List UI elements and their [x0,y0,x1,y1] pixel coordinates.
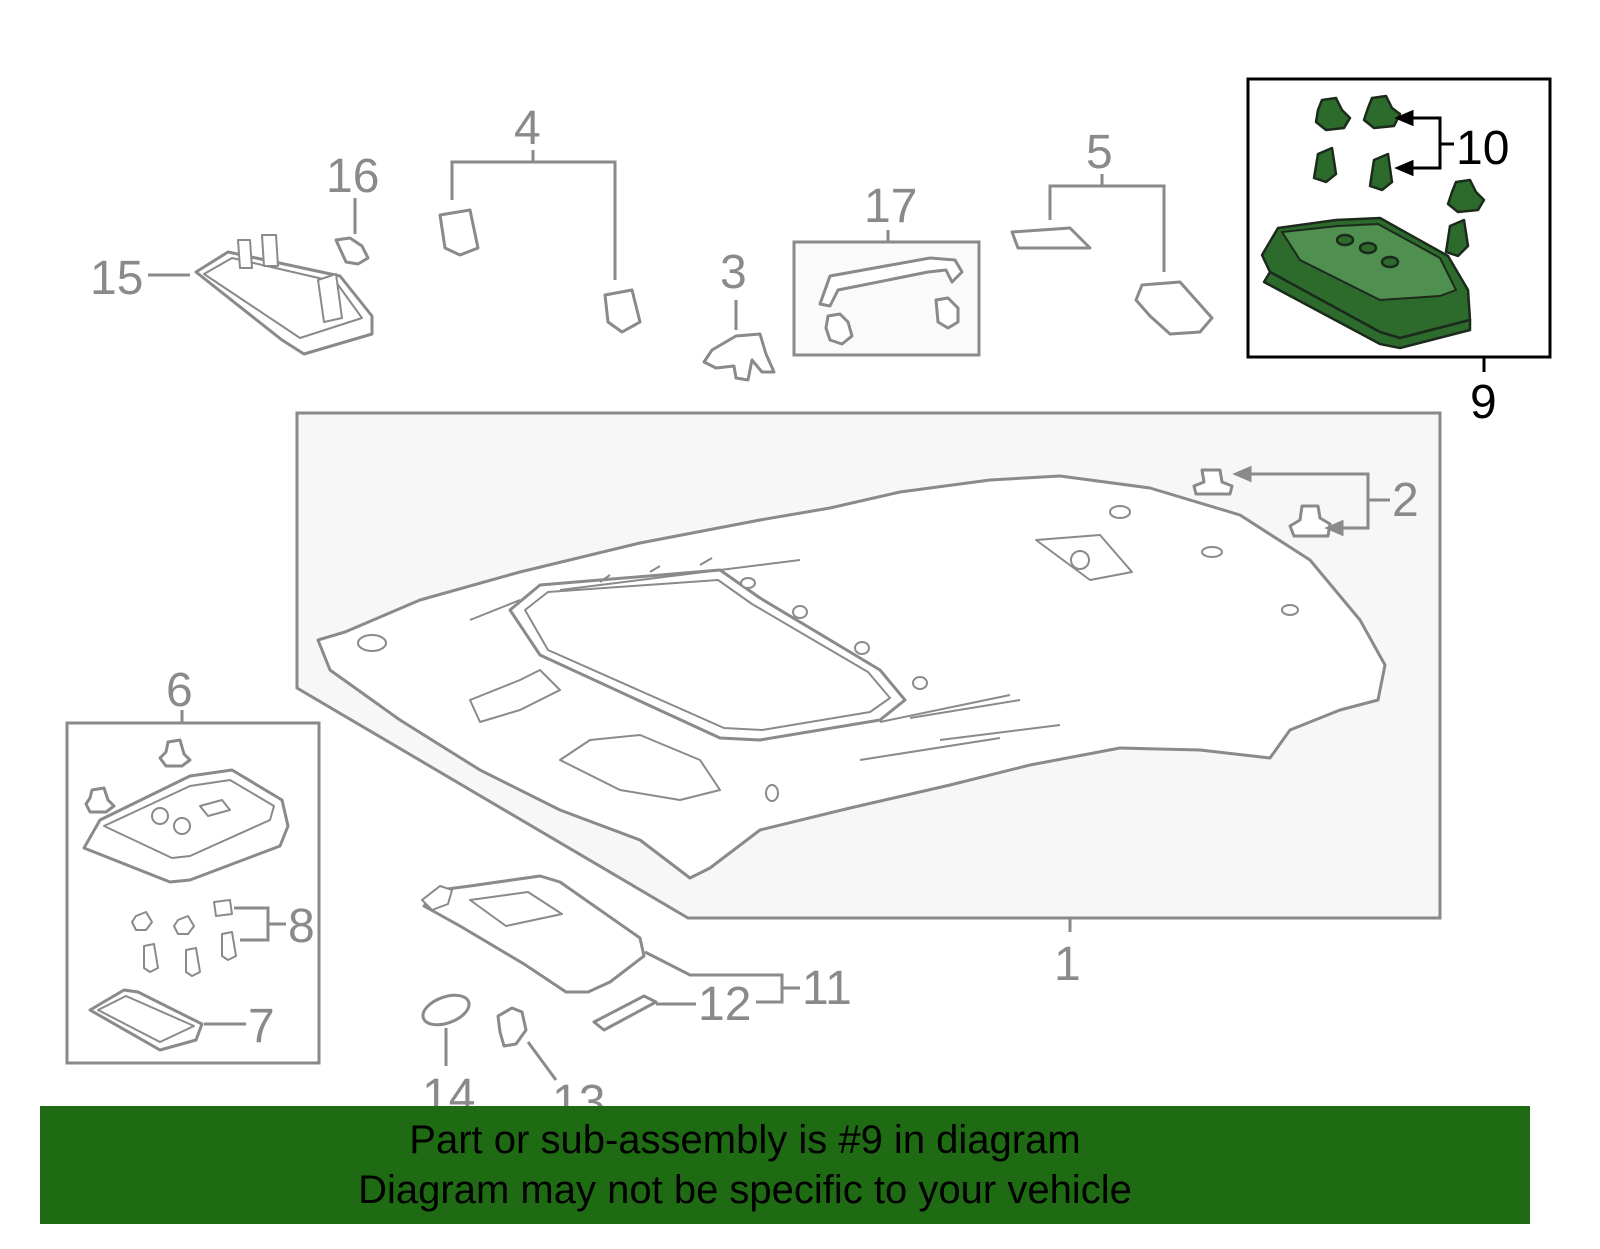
part-14-cap[interactable] [419,990,473,1031]
dome-lamp-top [103,779,275,859]
console-knob-3 [1380,255,1400,269]
part-7-lens[interactable] [88,988,204,1052]
part-12-strip[interactable] [592,994,658,1032]
headliner-hole-1 [1070,550,1090,570]
headliner-recess-front [469,669,561,723]
callout-5[interactable]: 5 [1086,126,1113,179]
part-10-clip-1[interactable] [1314,96,1352,132]
headliner-hole-6 [854,641,870,655]
banner-line-1: Part or sub-assembly is #9 in diagram [409,1118,1081,1162]
part-9-overhead-console-group[interactable] [1246,77,1552,359]
callout-3[interactable]: 3 [720,246,747,299]
part-4-pads[interactable] [438,208,642,334]
banner-line-2: Diagram may not be specific to your vehi… [358,1168,1132,1212]
leader-4 [450,150,617,280]
sunroof-inner [524,579,891,731]
headliner-hole-8 [740,577,756,589]
dome-lamp-knob-1 [151,807,169,825]
headliner-hole-3 [1201,546,1223,558]
headliner-group [295,411,1442,920]
callout-2[interactable]: 2 [1392,474,1419,527]
callout-6[interactable]: 6 [166,664,193,717]
part-16-bulb[interactable] [334,236,370,266]
callout-15[interactable]: 15 [90,252,143,305]
part-3-bracket[interactable] [702,332,776,382]
dome-lamp-clip-left[interactable] [84,786,116,814]
callout-7[interactable]: 7 [248,1000,275,1053]
part-10-clip-2[interactable] [1362,94,1402,130]
callout-11[interactable]: 11 [802,962,852,1015]
console-front [1262,270,1472,350]
part-10-pin-2[interactable] [1368,152,1394,192]
part-11-sun-visor[interactable] [421,874,646,994]
console-knob-1 [1335,233,1355,247]
headliner-hole-10 [765,784,779,802]
part-10-pin-1[interactable] [1312,146,1338,184]
part-2-clips[interactable] [1192,468,1332,538]
headliner-hole-4 [1281,604,1299,616]
callout-12[interactable]: 12 [698,978,751,1031]
callout-4[interactable]: 4 [514,102,541,155]
headliner-hole-2 [1109,505,1131,519]
console-knob-2 [1358,241,1378,255]
headliner-rib-front [469,557,801,621]
leader-13 [526,1041,558,1081]
callout-8[interactable]: 8 [288,900,315,953]
dome-lamp-clip-top[interactable] [158,738,192,768]
info-banner: Part or sub-assembly is #9 in diagram Di… [40,1106,1530,1224]
headliner-rib-rear [859,694,1061,761]
callout-17[interactable]: 17 [864,180,917,233]
leader-5 [1048,174,1166,272]
callout-10[interactable]: 10 [1456,122,1509,175]
dome-lamp-knob-2 [173,817,191,835]
leader-2 [1236,472,1390,530]
part-13-visor-clip[interactable] [496,1006,528,1048]
part-9-box [1246,77,1552,359]
leader-10 [1398,116,1454,170]
leader-10-arrows [1394,109,1414,177]
headliner-hole-9 [357,634,387,652]
dome-lamp-switch [199,799,231,817]
callout-1[interactable]: 1 [1054,938,1081,991]
visor-mirror [469,891,563,927]
part-10-clip-3[interactable] [1446,178,1486,214]
overhead-console-top [1281,223,1457,301]
leader-2-arrows [1232,465,1344,537]
part-17-grab-handle[interactable] [792,240,981,357]
headliner-hole-5 [792,605,808,619]
leader-8 [234,906,286,942]
part-5-pads[interactable] [1010,226,1214,336]
callout-9[interactable]: 9 [1470,376,1497,429]
headliner-hole-7 [912,676,928,690]
headliner-recess-center [559,734,721,801]
part-10-pin-3[interactable] [1444,218,1470,258]
part-8-clips[interactable] [131,899,237,977]
part-15-map-lamp[interactable] [194,234,374,356]
callout-16[interactable]: 16 [326,150,379,203]
visor-hinge [421,885,453,911]
leader-11 [644,950,800,1004]
